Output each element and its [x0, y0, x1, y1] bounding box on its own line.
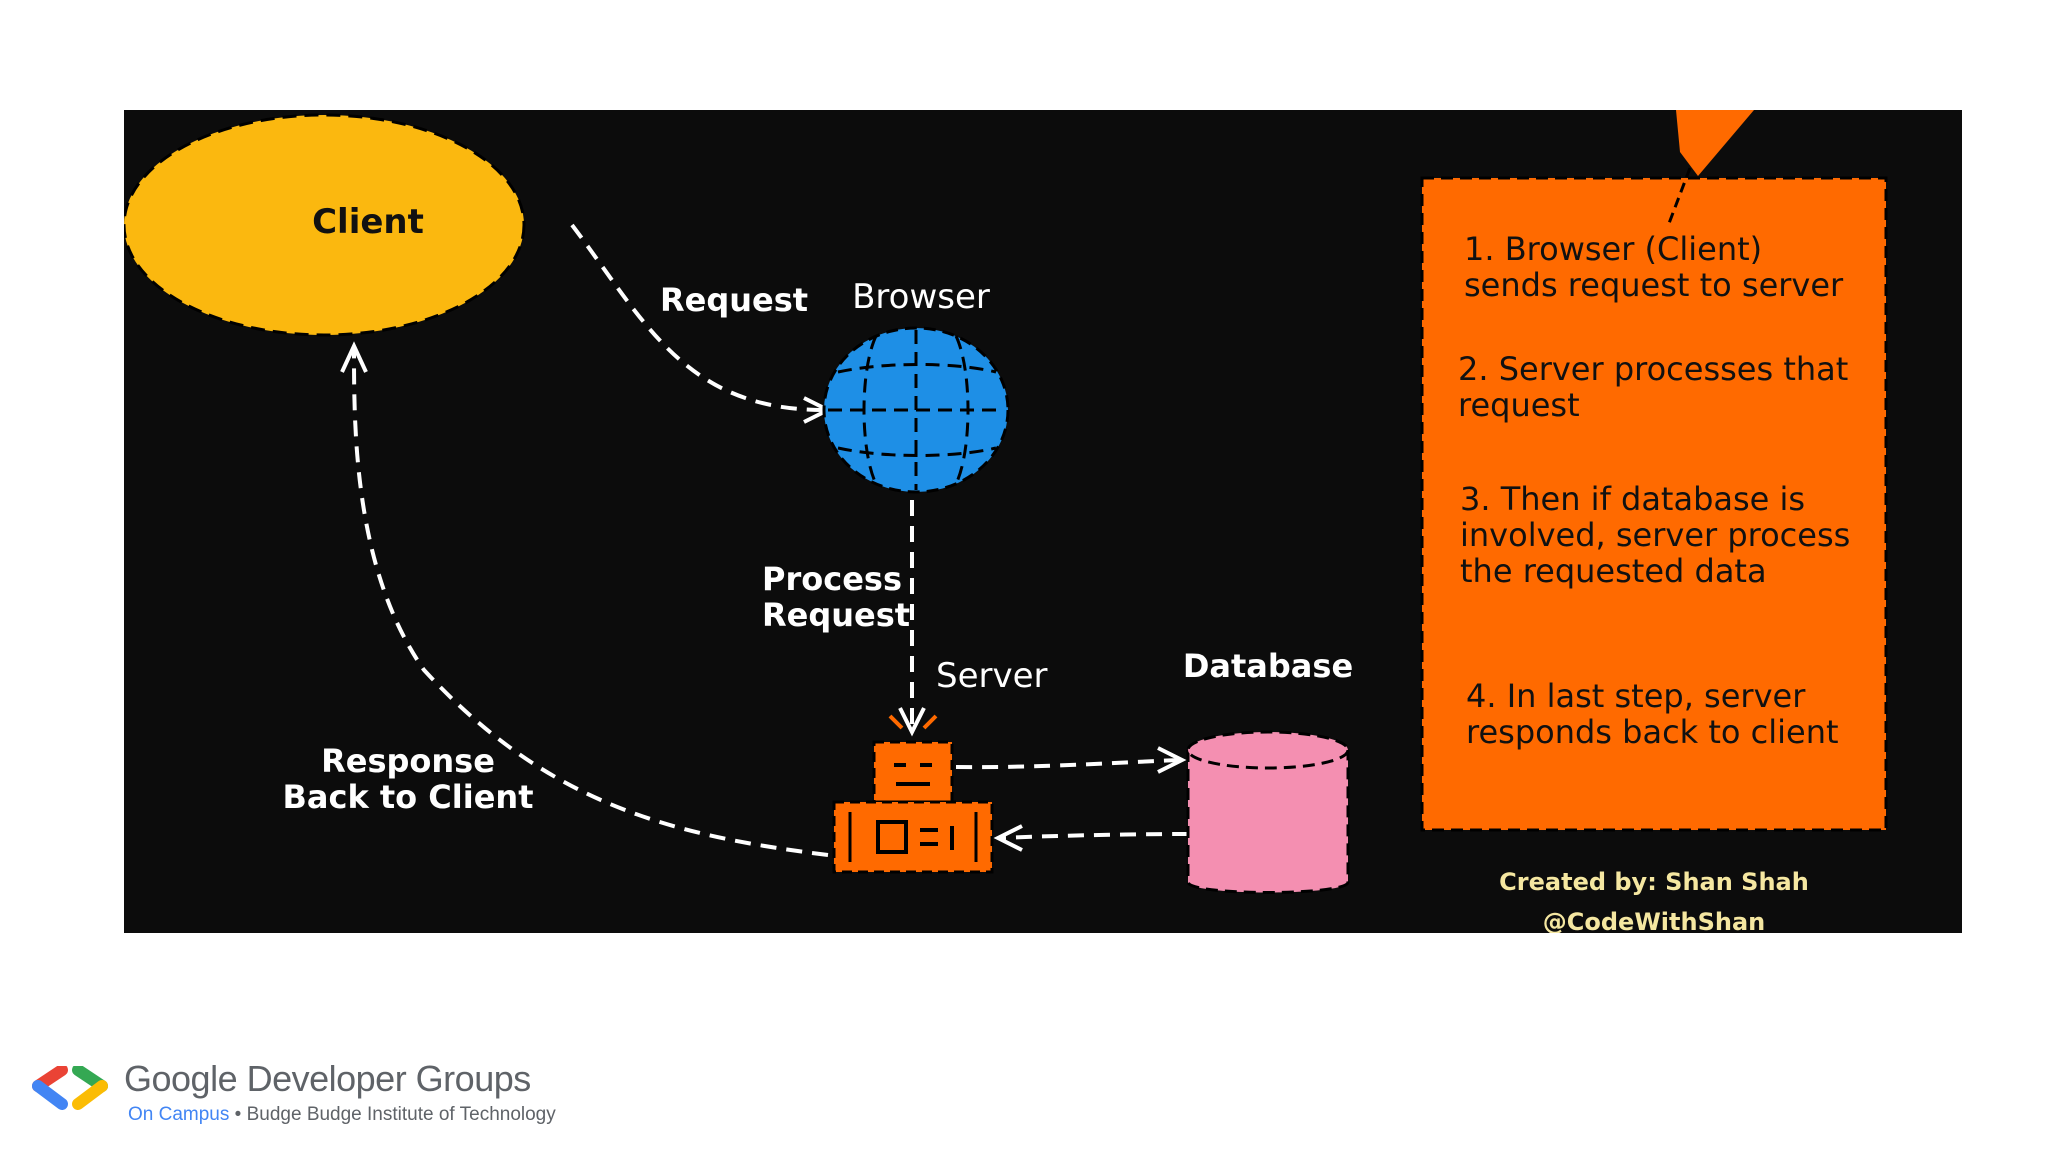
- institution-name: Budge Budge Institute of Technology: [246, 1104, 556, 1125]
- steps-note: [1420, 110, 1888, 832]
- step-3-line3: the requested data: [1460, 552, 1767, 590]
- credit-line1: Created by: Shan Shah: [1499, 868, 1809, 896]
- client-node: Client: [124, 113, 526, 337]
- browser-node: [822, 326, 1010, 494]
- response-label-line2: Back to Client: [283, 778, 534, 816]
- subtitle-separator: •: [229, 1104, 247, 1125]
- database-label: Database: [1183, 647, 1353, 685]
- step-3-line1: 3. Then if database is: [1460, 480, 1805, 518]
- client-server-diagram: Client Request Browser Process Request: [124, 110, 1962, 933]
- client-label: Client: [312, 202, 424, 242]
- server-node: [832, 714, 994, 874]
- browser-label: Browser: [852, 277, 990, 317]
- brand-subtitle: On Campus • Budge Budge Institute of Tec…: [128, 1104, 556, 1126]
- response-label-line1: Response: [321, 742, 495, 780]
- server-label: Server: [936, 656, 1048, 696]
- process-request-arrow: [898, 500, 926, 737]
- response-arrow: [340, 341, 829, 857]
- step-2-line1: 2. Server processes that: [1458, 350, 1848, 388]
- credit-line2: @CodeWithShan: [1543, 908, 1765, 933]
- process-request-label-line1: Process: [762, 560, 902, 598]
- database-to-server-arrow: [993, 824, 1189, 852]
- step-4-line2: responds back to client: [1466, 713, 1839, 751]
- marker-pen-icon: [1676, 110, 1754, 176]
- step-1-line1: 1. Browser (Client): [1464, 230, 1762, 268]
- step-3-line2: involved, server process: [1460, 516, 1850, 554]
- gdg-logo-icon: [32, 1066, 108, 1110]
- footer: Google Developer Groups On Campus • Budg…: [32, 1058, 652, 1138]
- step-4-line1: 4. In last step, server: [1466, 677, 1806, 715]
- request-label: Request: [660, 281, 808, 319]
- campus-label: On Campus: [128, 1104, 230, 1125]
- process-request-label-line2: Request: [762, 596, 910, 634]
- database-node: [1186, 730, 1350, 894]
- brand-name: Google Developer Groups: [124, 1058, 531, 1099]
- step-1-line2: sends request to server: [1464, 266, 1844, 304]
- server-to-database-arrow: [955, 746, 1187, 774]
- step-2-line2: request: [1458, 386, 1580, 424]
